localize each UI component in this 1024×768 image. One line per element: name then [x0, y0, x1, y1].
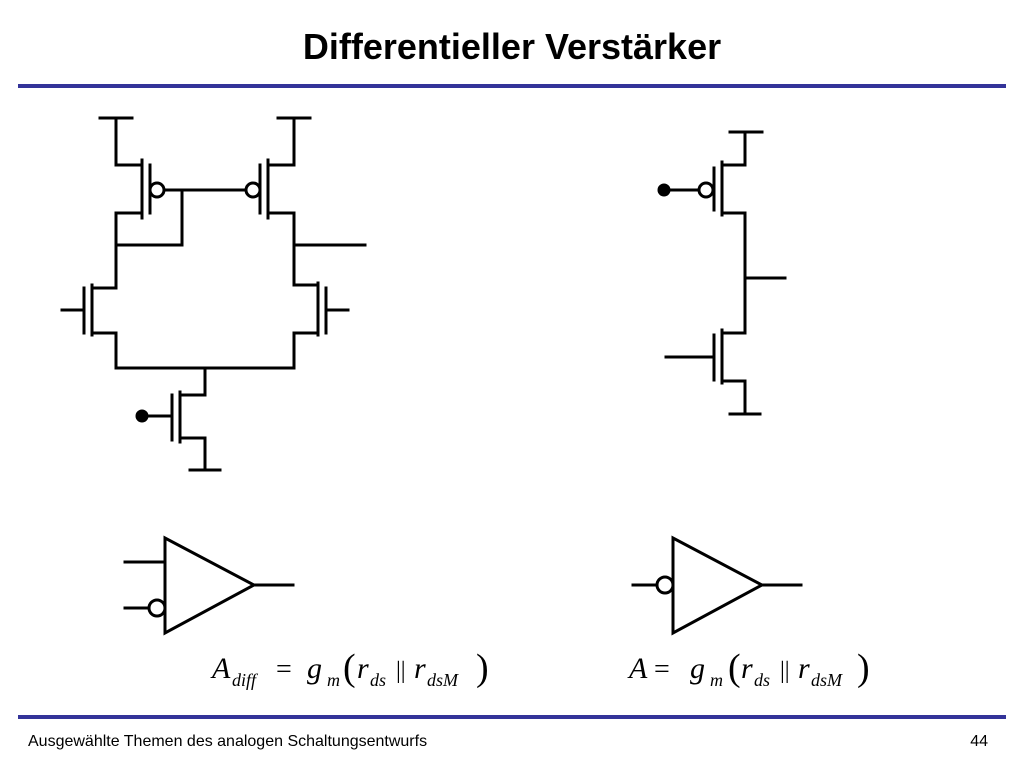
slide-title: Differentieller Verstärker: [302, 26, 722, 67]
svg-text:ds: ds: [370, 670, 386, 690]
svg-text:m: m: [710, 670, 723, 690]
inverting-amplifier-symbol: [631, 535, 803, 636]
svg-text:r: r: [741, 652, 753, 685]
nmos-input-left: [60, 243, 118, 370]
svg-text:dsM: dsM: [427, 670, 459, 690]
svg-text:||: ||: [780, 658, 790, 684]
svg-text:||: ||: [396, 658, 406, 684]
title-divider: [18, 84, 1006, 88]
svg-text:(: (: [728, 647, 741, 689]
svg-text:dsM: dsM: [811, 670, 843, 690]
pmos-current-source: [657, 130, 787, 335]
nmos-tail-source: [135, 390, 222, 472]
svg-text:r: r: [357, 652, 369, 685]
svg-text:=: =: [276, 654, 292, 685]
svg-text:=: =: [654, 654, 670, 685]
svg-text:g: g: [690, 652, 705, 685]
svg-text:(: (: [343, 647, 356, 689]
svg-text:): ): [476, 647, 489, 689]
svg-text:m: m: [327, 670, 340, 690]
svg-text:r: r: [798, 652, 810, 685]
nmos-input-right: [292, 281, 350, 370]
inverter-stage-circuit: [657, 130, 787, 416]
differential-amplifier-symbol: [123, 535, 295, 636]
svg-text:g: g: [307, 652, 322, 685]
footer-text: Ausgewählte Themen des analogen Schaltun…: [28, 733, 428, 750]
svg-text:diff: diff: [232, 670, 259, 690]
svg-text:ds: ds: [754, 670, 770, 690]
svg-text:A: A: [627, 652, 648, 685]
pmos-load-right: [244, 116, 367, 287]
footer-divider: [18, 715, 1006, 719]
differential-pair-circuit: [60, 116, 367, 472]
formula-differential-gain: A diff = g m ( r ds || r dsM ): [210, 647, 489, 690]
nmos-input-stage: [664, 328, 762, 416]
pmos-load-left: [98, 116, 251, 247]
page-number: 44: [970, 733, 988, 750]
svg-text:r: r: [414, 652, 426, 685]
formula-stage-gain: A = g m ( r ds || r dsM ): [627, 647, 870, 690]
svg-text:A: A: [210, 652, 231, 685]
svg-text:): ): [857, 647, 870, 689]
